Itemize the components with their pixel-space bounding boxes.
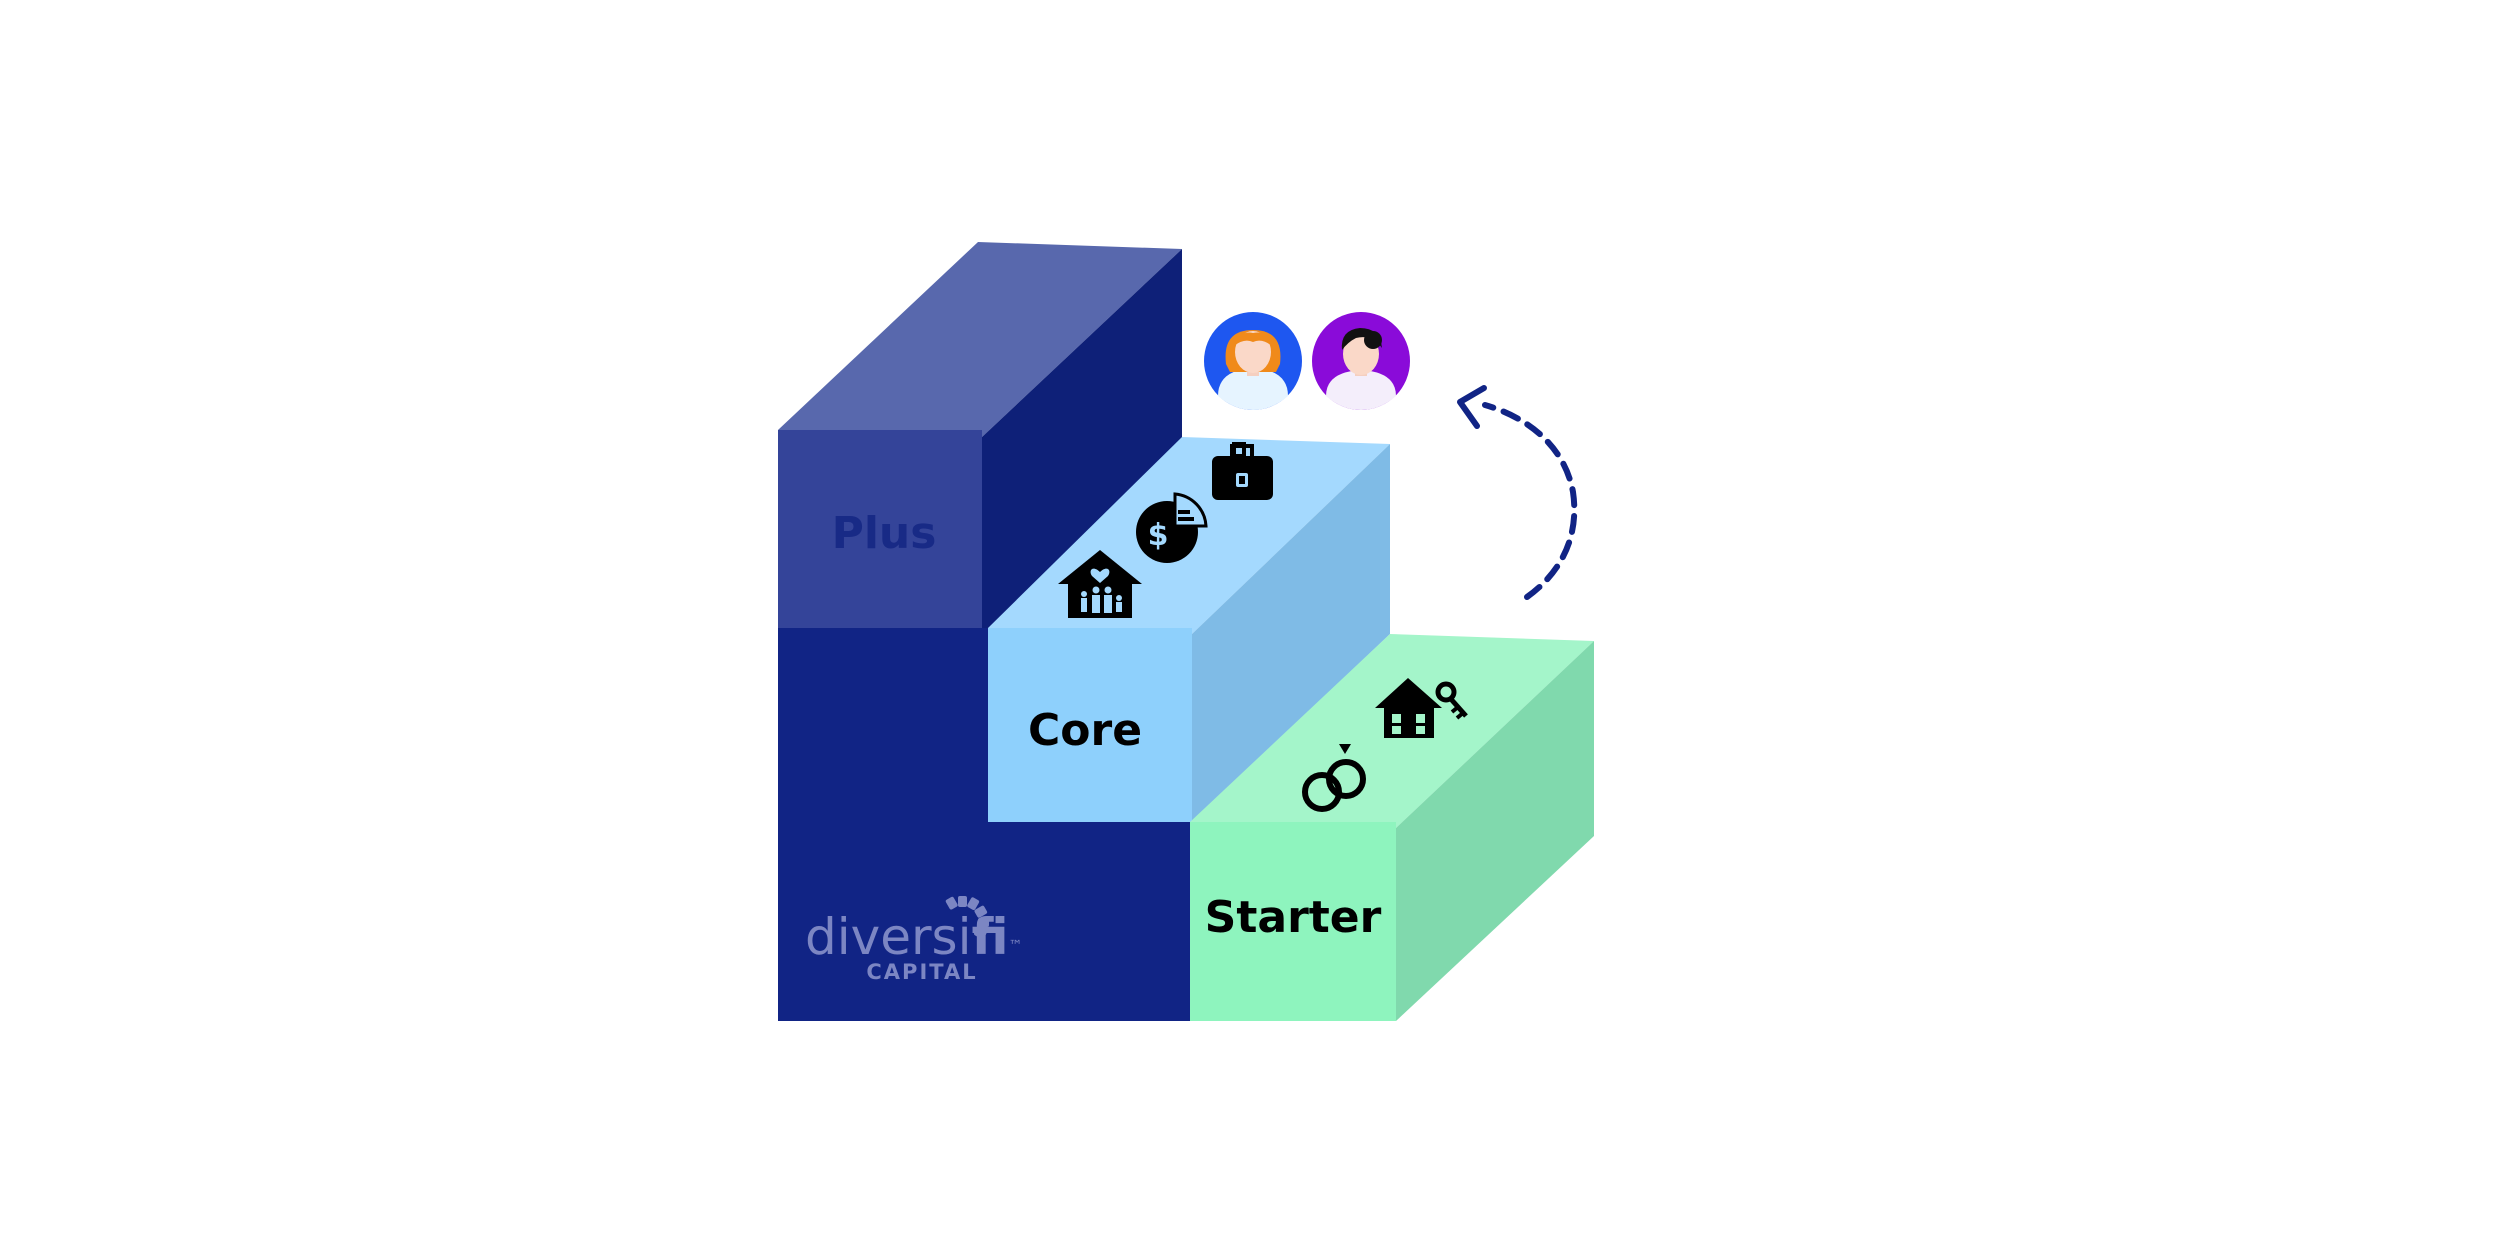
starter-step-label: Starter <box>1205 892 1382 943</box>
plus-block-top <box>778 242 1182 437</box>
svg-text:$: $ <box>1148 518 1169 553</box>
house-key-icon <box>1375 678 1468 738</box>
wedding-rings-icon <box>1302 744 1366 812</box>
brand-sunburst-icon <box>945 896 989 940</box>
plus-block-front <box>778 430 982 628</box>
dollar-pie-chart-icon: $ <box>1136 492 1208 563</box>
core-step-label: Core <box>1028 705 1142 756</box>
brand-trademark: ™ <box>1009 938 1023 954</box>
starter-block-side <box>1396 641 1594 1021</box>
dashed-curved-arrow-icon <box>1457 385 1578 600</box>
core-block-side <box>1192 444 1390 822</box>
briefcase-icon <box>1212 442 1273 500</box>
plus-step-label: Plus <box>832 508 937 559</box>
woman-avatar-icon <box>1204 312 1302 410</box>
brand-word-accent: fi <box>971 908 1008 966</box>
svg-text:diversifi™: diversifi™ <box>805 908 1023 966</box>
brand-logo: diversifi™ CAPITAL <box>805 896 1023 984</box>
brand-sub: CAPITAL <box>866 960 977 984</box>
brand-word-main: diversi <box>805 908 971 966</box>
man-avatar-icon <box>1312 312 1410 410</box>
core-block-front <box>988 628 1192 822</box>
starter-block-front <box>1190 822 1396 1021</box>
family-home-icon <box>1058 550 1142 618</box>
